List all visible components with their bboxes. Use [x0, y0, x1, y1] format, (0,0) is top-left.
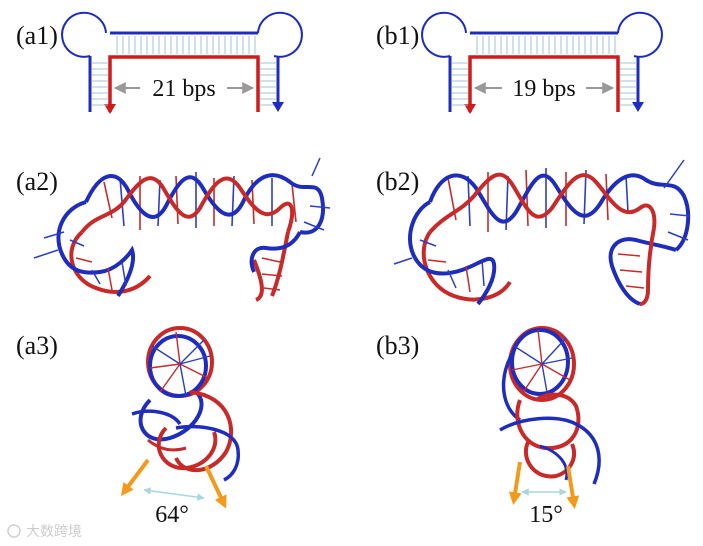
panel-label-a2: (a2)	[16, 167, 58, 196]
hairpin-left-blue-a	[56, 200, 135, 298]
helix-side-view-a	[33, 157, 331, 302]
orientation-arrow-right-b	[566, 465, 580, 510]
watermark: 大数跨境	[7, 524, 82, 540]
watermark-text: 大数跨境	[26, 524, 82, 540]
top-view-spokes-b	[511, 329, 573, 399]
watermark-logo-icon	[7, 524, 21, 538]
loop-left	[421, 11, 467, 58]
panel-label-b3: (b3)	[376, 331, 419, 360]
hairpin-right-red-a	[252, 231, 290, 302]
inner-strand-red	[108, 55, 260, 112]
orientation-arrow-right-a	[204, 465, 227, 509]
blue-arrow-head	[272, 102, 284, 112]
schematic-a: 21 bps	[61, 11, 303, 114]
panel-label-a3: (a3)	[16, 331, 58, 360]
basepairs-horizontal	[472, 36, 617, 54]
helix-top-view-a: 64°	[120, 326, 241, 528]
basepairs-left	[452, 58, 468, 110]
angle-indicator-a	[143, 487, 205, 501]
hairpin-left-blue-b	[408, 200, 497, 306]
angle-value-b: 15°	[529, 502, 563, 528]
hairpin-right-rungs-b	[617, 159, 691, 289]
loop-left	[61, 11, 107, 58]
helix-strand-blue-b	[428, 173, 691, 252]
hairpin-left-red-b	[421, 230, 512, 302]
hairpin-right-rungs-a	[261, 157, 331, 291]
helix-side-view-b	[393, 159, 691, 306]
orientation-arrow-left-a	[120, 458, 150, 497]
hairpin-right-red-b	[639, 227, 656, 306]
panel-label-b2: (b2)	[376, 167, 419, 196]
loop-right	[617, 11, 663, 58]
panel-label-b1: (b1)	[376, 21, 419, 50]
panel-label-a1: (a1)	[16, 21, 58, 50]
stem-length-a: 21 bps	[152, 76, 215, 102]
hairpin-left-red-a	[69, 230, 152, 294]
hairpin-left-rungs-a	[33, 231, 127, 291]
basepairs-left	[92, 58, 108, 110]
basepairs-right	[260, 58, 276, 110]
schematic-b: 19 bps	[421, 11, 663, 114]
basepairs-horizontal	[112, 36, 257, 54]
orientation-arrow-left-b	[508, 461, 522, 506]
helix-top-view-b: 15°	[499, 326, 601, 528]
helix-strand-red-b	[428, 172, 657, 234]
basepairs-right	[620, 58, 636, 110]
top-view-spokes-a	[149, 331, 211, 397]
blue-arrow-head	[632, 102, 644, 112]
angle-value-a: 64°	[155, 502, 189, 528]
helix-strand-red-a	[80, 176, 295, 234]
loop-right	[257, 11, 303, 58]
hairpin-right-blue-a	[249, 231, 302, 273]
hairpin-right-blue-b	[608, 237, 677, 306]
stem-length-b: 19 bps	[512, 76, 575, 102]
hairpin-left-rungs-b	[393, 239, 485, 293]
inner-strand-red	[468, 55, 620, 112]
